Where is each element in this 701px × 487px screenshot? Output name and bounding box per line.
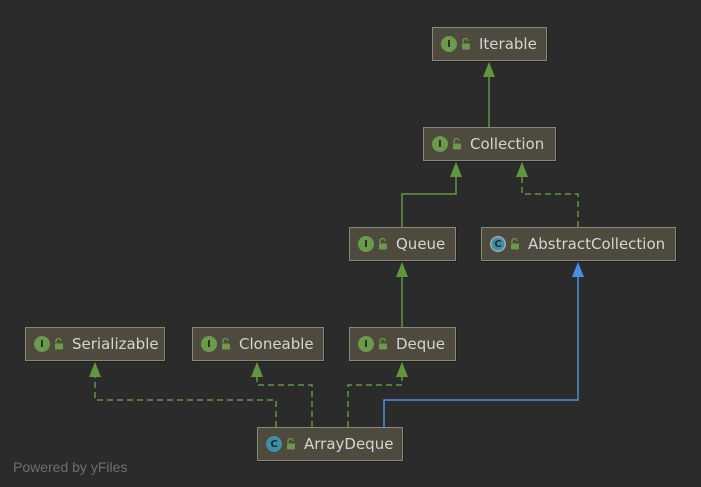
node-serializable[interactable]: I Serializable <box>25 327 165 361</box>
arrowhead-deque <box>396 362 408 377</box>
interface-icon: I <box>358 336 374 352</box>
unlock-icon <box>287 438 295 450</box>
unlock-icon <box>511 238 519 250</box>
node-collection[interactable]: I Collection <box>423 127 556 161</box>
edge-arraydeque-deque <box>347 370 403 427</box>
edge-arraydeque-serializable <box>94 370 277 427</box>
node-label: Cloneable <box>239 335 314 353</box>
edge-arraydeque-cloneable <box>256 370 313 427</box>
interface-icon: I <box>358 236 374 252</box>
arrowhead-queue <box>396 262 408 277</box>
watermark: Powered by yFiles <box>13 459 128 475</box>
node-label: Queue <box>396 235 446 253</box>
edge-arraydeque-abstractcollection <box>383 270 579 427</box>
node-cloneable[interactable]: I Cloneable <box>192 327 324 361</box>
arrowhead-abstractcollection <box>572 262 584 277</box>
interface-icon: I <box>34 336 50 352</box>
node-label: AbstractCollection <box>528 235 666 253</box>
arrowhead-serializable <box>89 362 101 377</box>
abstract-class-icon: C <box>490 236 506 252</box>
node-label: ArrayDeque <box>304 435 394 453</box>
node-queue[interactable]: I Queue <box>349 227 456 261</box>
node-array-deque[interactable]: C ArrayDeque <box>257 427 403 461</box>
edge-queue-collection <box>401 170 457 227</box>
node-label: Iterable <box>479 35 537 53</box>
edge-abstractcollection-collection <box>521 170 579 227</box>
node-label: Serializable <box>72 335 159 353</box>
node-abstract-collection[interactable]: C AbstractCollection <box>481 227 676 261</box>
unlock-icon <box>55 338 63 350</box>
arrowhead-iterable <box>483 62 495 77</box>
node-label: Collection <box>470 135 545 153</box>
interface-icon: I <box>432 136 448 152</box>
interface-icon: I <box>201 336 217 352</box>
node-label: Deque <box>396 335 446 353</box>
arrowhead-collection-right <box>516 162 528 177</box>
class-icon: C <box>266 436 282 452</box>
unlock-icon <box>222 338 230 350</box>
unlock-icon <box>379 338 387 350</box>
interface-icon: I <box>441 36 457 52</box>
node-iterable[interactable]: I Iterable <box>432 27 547 61</box>
unlock-icon <box>379 238 387 250</box>
unlock-icon <box>462 38 470 50</box>
arrowhead-collection-left <box>450 162 462 177</box>
unlock-icon <box>453 138 461 150</box>
arrowhead-cloneable <box>251 362 263 377</box>
node-deque[interactable]: I Deque <box>349 327 456 361</box>
